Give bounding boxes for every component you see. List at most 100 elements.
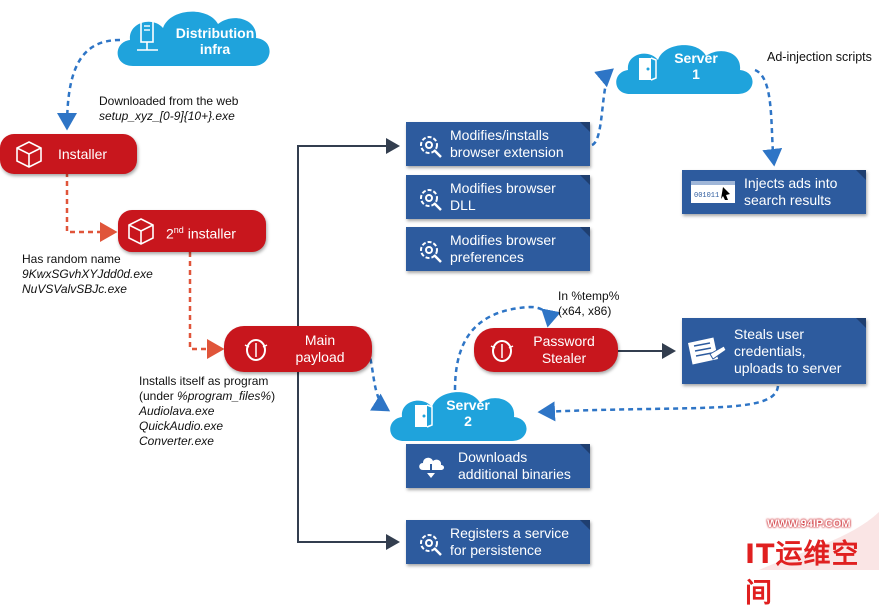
cloud-icon [117,11,270,66]
connector-lines [57,38,783,550]
note-temp-line1: In %temp% [558,289,620,303]
stealer-line2: Stealer [541,350,587,366]
browser-prefs-line2: preferences [450,249,524,265]
browser-extension-line1: Modifies/installs [450,127,549,143]
note-installs-line3: Audiolava.exe [139,404,215,418]
cloud-download-icon [419,457,444,478]
distribution-line2: infra [199,41,231,57]
registers-line2: for persistence [450,542,542,558]
steals-credentials-box: Steals user credentials, uploads to serv… [682,318,866,384]
inject-ads-box: 001011 Injects ads into search results [682,170,866,214]
distribution-label: Distribution infra [170,25,260,57]
steals-credentials-label: Steals user credentials, uploads to serv… [734,326,841,377]
password-stealer-node: Password Stealer [474,328,618,372]
main-line2: payload [295,349,345,365]
note-installs-2b: %program_files% [177,389,272,403]
edge-ext-server1 [591,68,614,147]
distribution-line1: Distribution [175,25,255,41]
note-installs-2a: (under [139,389,178,403]
browser-extension-label: Modifies/installs browser extension [450,127,564,161]
gear-icon [420,241,442,263]
browser-prefs-label: Modifies browser preferences [450,232,556,266]
server-icon [137,19,158,51]
note-installs-2c: ) [271,389,276,403]
edge-server2-stealer [453,305,561,391]
downloads-label: Downloads additional binaries [458,449,571,483]
note-temp-line2: (x64, x86) [558,304,612,318]
edge-installer-installer2 [65,172,118,242]
note-installs-line1: Installs itself as program [139,374,269,388]
bug-icon [490,340,514,362]
note-installs-line4: QuickAudio.exe [139,419,224,433]
note-temp: In %temp% (x64, x86) [558,289,619,319]
note-random-name: Has random name 9KwxSGvhXYJdd0d.exe NuVS… [22,252,153,297]
browser-prefs-box: Modifies browser preferences [406,227,590,271]
registers-line1: Registers a service [450,525,570,541]
note-installs-program: Installs itself as program (under %progr… [139,374,275,449]
gear-icon [420,534,442,556]
registers-service-label: Registers a service for persistence [450,525,569,559]
browser-dll-line1: Modifies browser [450,180,556,196]
bug-icon [244,339,268,361]
server2-line2: 2 [464,413,472,429]
server1-line1: Server [674,50,718,66]
installer2-num: 2 [166,225,174,242]
edge-installer2-main [188,252,225,359]
note-random-line1: Has random name [22,252,121,266]
cloud-icon [390,392,527,441]
package-icon [16,141,42,168]
stealer-line1: Password [533,333,595,349]
watermark-brand: IT运维空间 [745,539,860,609]
browser-dll-label: Modifies browser DLL [450,180,556,214]
installer2-label: 2nd installer [166,222,236,243]
server2-cloud: Server 2 [382,385,532,451]
note-random-line2: 9KwxSGvhXYJdd0d.exe [22,267,153,281]
registers-service-box: Registers a service for persistence [406,520,590,564]
server1-cloud: Server 1 [608,38,758,104]
installer2-text: installer [183,225,236,242]
installer2-node: 2nd installer [118,210,266,252]
note-downloaded-line1: Downloaded from the web [99,94,239,108]
steals-line3: uploads to server [734,360,842,376]
server1-line2: 1 [692,66,700,82]
watermark-swoosh-icon [759,512,879,570]
door-icon [639,57,657,81]
note-downloaded: Downloaded from the web setup_xyz_[0-9]{… [99,94,238,124]
watermark-url: WWW.94IP.COM [767,518,851,530]
note-installs-line2: (under %program_files%) [139,389,275,404]
installer-label: Installer [58,146,108,162]
steals-line2: credentials, [734,343,806,359]
svg-text:001011: 001011 [694,192,719,200]
edge-distribution-installer [57,38,121,131]
main-payload-label: Main payload [288,332,352,366]
browser-dll-line2: DLL [450,197,476,213]
note-adinjection: Ad-injection scripts [767,50,872,64]
steals-line1: Steals user [734,326,805,342]
downloads-line1: Downloads [458,449,528,465]
note-installs-line5: Converter.exe [139,434,214,448]
code-window-icon: 001011 [691,181,735,203]
package-icon [128,218,154,245]
inject-ads-line2: search results [744,192,832,208]
main-payload-node: Main payload [224,326,372,372]
main-line1: Main [304,332,336,348]
gear-icon [420,189,442,211]
browser-extension-line2: browser extension [450,144,564,160]
cloud-icon [616,45,753,94]
downloads-line2: additional binaries [458,466,571,482]
browser-prefs-line1: Modifies browser [450,232,556,248]
note-downloaded-line2: setup_xyz_[0-9]{10+}.exe [99,109,235,123]
distribution-cloud: Distribution infra [108,4,278,78]
downloads-box: Downloads additional binaries [406,444,590,488]
server2-label: Server 2 [438,397,498,429]
edge-creds-server2 [537,385,780,422]
door-icon [415,404,433,428]
installer2-sup: nd [173,225,184,235]
gear-icon [420,136,442,158]
inject-ads-line1: Injects ads into [744,175,838,191]
edge-main-service [297,372,400,550]
inject-ads-label: Injects ads into search results [744,175,837,209]
edge-main-trunk [297,138,400,326]
browser-dll-box: Modifies browser DLL [406,175,590,219]
note-random-line3: NuVSValvSBJc.exe [22,282,127,296]
